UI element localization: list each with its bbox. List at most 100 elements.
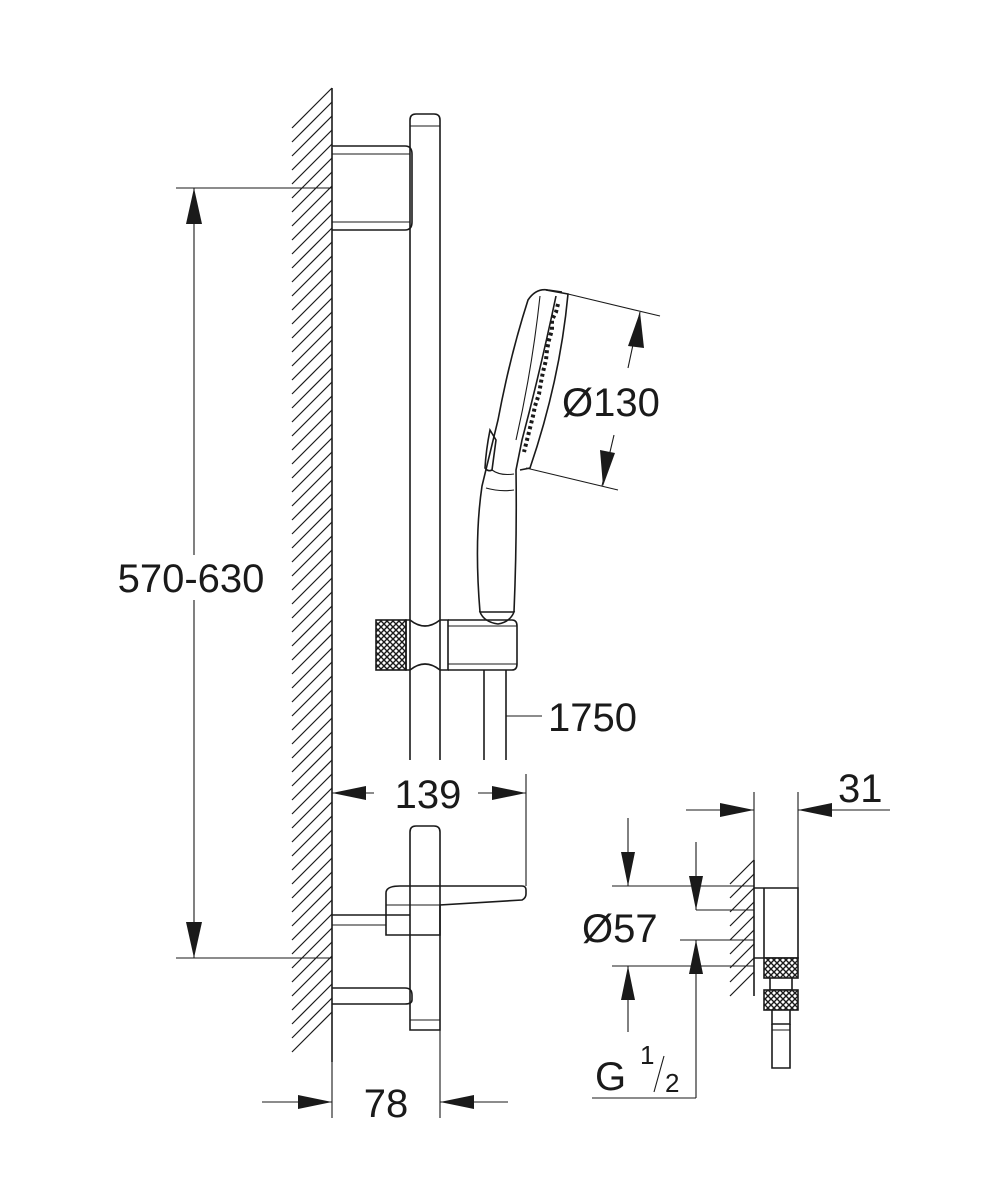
hatch-line (291, 199, 333, 241)
dimension-outlet-diameter (612, 818, 754, 1032)
hatch-line (291, 227, 333, 269)
dimension-head-diameter (525, 293, 661, 491)
hatch-line (291, 325, 333, 367)
hatch-line (291, 983, 333, 1025)
hatch-line (291, 395, 333, 437)
hatch-line (291, 717, 333, 759)
hatch-line (291, 801, 333, 843)
hatch-line (291, 759, 333, 801)
hatch-line (291, 255, 333, 297)
hatch-line (729, 971, 755, 997)
hatch-line (291, 549, 333, 591)
hatch-line (291, 871, 333, 913)
hatch-line (291, 927, 333, 969)
hatch-line (291, 367, 333, 409)
hatch-line (291, 241, 333, 283)
sliding-holder (375, 619, 518, 671)
thread-denominator-label: 2 (665, 1068, 679, 1098)
hatch-line (291, 633, 333, 675)
hatch-line (291, 591, 333, 633)
hatch-line (291, 675, 333, 717)
hatch-line (291, 493, 333, 535)
hatch-line (291, 787, 333, 829)
hatch-line (291, 577, 333, 619)
outlet-depth-label: 31 (838, 767, 883, 811)
hatch-line (291, 87, 333, 129)
outlet-diameter-label: Ø57 (582, 907, 658, 951)
hatch-line (291, 731, 333, 773)
hatch-line (729, 929, 755, 955)
hatch-line (291, 661, 333, 703)
hatch-line (291, 857, 333, 899)
dimension-rail-offset (262, 1030, 508, 1118)
hatch-line (291, 773, 333, 815)
hatch-line (291, 605, 333, 647)
hatch-line (291, 899, 333, 941)
hand-shower (476, 288, 569, 625)
dimension-outlet-depth (686, 792, 890, 888)
hatch-line (291, 283, 333, 325)
hatch-line (291, 843, 333, 885)
hatch-line (291, 703, 333, 745)
head-diameter-label: Ø130 (562, 381, 660, 425)
thread-fraction-slash (653, 1055, 665, 1093)
nozzle-row (522, 303, 560, 453)
hatch-line (291, 745, 333, 787)
wall-hatching (291, 87, 333, 1053)
hatch-line (291, 955, 333, 997)
rail-offset-label: 78 (364, 1082, 409, 1126)
hatch-line (729, 915, 755, 941)
height-range-label: 570-630 (118, 557, 265, 601)
hatch-line (291, 353, 333, 395)
hatch-line (291, 535, 333, 577)
dimension-thread (592, 842, 754, 1099)
hatch-line (291, 885, 333, 927)
hatch-line (729, 859, 755, 885)
hatch-line (291, 913, 333, 955)
hatch-line (291, 381, 333, 423)
hatch-line (291, 563, 333, 605)
hatch-line (291, 829, 333, 871)
hatch-line (291, 297, 333, 339)
hatch-line (291, 465, 333, 507)
dimension-height (176, 187, 332, 959)
hatch-line (291, 647, 333, 689)
thread-prefix-label: G (595, 1055, 626, 1099)
shower-hose (483, 670, 507, 760)
hatch-line (291, 311, 333, 353)
hose-length-label: 1750 (548, 696, 637, 740)
hatch-line (291, 185, 333, 227)
shower-rail (409, 113, 441, 1031)
hatch-line (729, 943, 755, 969)
hatch-line (291, 507, 333, 549)
hatch-line (291, 157, 333, 199)
hatch-line (291, 409, 333, 451)
hatch-line (291, 619, 333, 661)
hatch-line (291, 521, 333, 563)
hatch-line (291, 269, 333, 311)
thread-numerator-label: 1 (640, 1040, 654, 1070)
dimension-projection (332, 774, 527, 886)
hatch-line (291, 213, 333, 255)
hatch-line (291, 339, 333, 381)
hatch-line (291, 451, 333, 493)
projection-label: 139 (395, 773, 462, 817)
hatch-line (291, 815, 333, 857)
hatch-line (291, 129, 333, 171)
hatch-line (291, 941, 333, 983)
hatch-line (291, 423, 333, 465)
wall-outlet-detail (729, 859, 799, 1069)
hatch-line (729, 901, 755, 927)
hatch-line (291, 479, 333, 521)
lower-wall-bracket (332, 914, 413, 1005)
hatch-line (291, 143, 333, 185)
hatch-line (291, 969, 333, 1011)
hatch-line (291, 171, 333, 213)
hatch-line (291, 689, 333, 731)
hatch-line (729, 887, 755, 913)
upper-wall-bracket (332, 145, 413, 231)
hatch-line (291, 997, 333, 1039)
soap-dish (385, 885, 527, 936)
wall (291, 87, 333, 1062)
